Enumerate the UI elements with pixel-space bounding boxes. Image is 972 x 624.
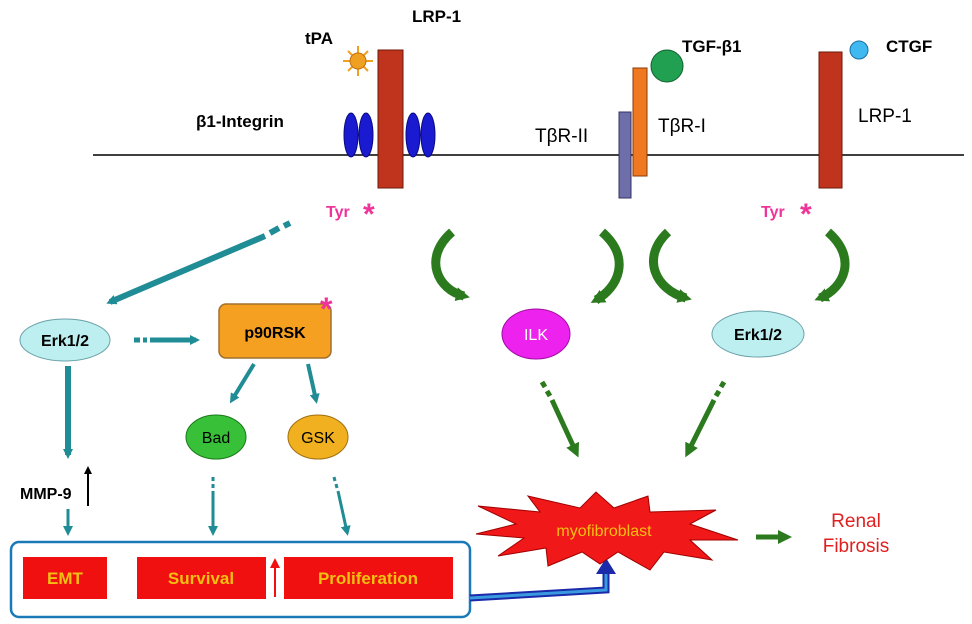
tpa-icon (343, 46, 373, 76)
arrow-gsk-to-proliferation (332, 476, 351, 536)
arrow-outcomes-to-myofibroblast (469, 558, 616, 602)
b1-integrin-shape (343, 112, 436, 158)
fibrosis-label: Fibrosis (823, 536, 890, 557)
arrow-ilk-to-myofibroblast (539, 380, 580, 458)
bad-label: Bad (202, 430, 230, 447)
ctgf-label: CTGF (886, 37, 932, 56)
mmp9-label: MMP-9 (20, 486, 72, 503)
renal-label: Renal (831, 511, 881, 532)
lrp1-right-label: LRP-1 (858, 106, 912, 127)
proliferation-label: Proliferation (318, 569, 418, 588)
bad-node (185, 414, 247, 460)
p90rsk-node (218, 303, 332, 359)
curved-arrow-integrin-to-ilk (431, 228, 470, 302)
erk1-2-right-node (711, 310, 805, 358)
arrow-p90rsk-to-gsk (306, 363, 320, 404)
arrow-erk-to-myofibroblast (685, 380, 727, 458)
tyr-right-label: Tyr (761, 204, 785, 221)
ctgf-ligand (849, 40, 869, 60)
erk1-2-left-label: Erk1/2 (41, 333, 89, 350)
phospho-star-p90rsk: * (320, 291, 333, 327)
tpa-label: tPA (305, 29, 333, 48)
proliferation-box (284, 557, 453, 599)
tbr1-receptor (632, 67, 648, 177)
lrp1-receptor-right (818, 51, 843, 189)
myofibroblast-label: myofibroblast (556, 523, 652, 540)
myofibroblast-starburst (475, 491, 739, 571)
ilk-label: ILK (524, 327, 548, 344)
arrow-p90rsk-to-bad (229, 362, 256, 404)
arrow-integrin-to-erk (106, 220, 292, 305)
lrp1-left-label: LRP-1 (412, 7, 461, 26)
tbr1-label: TβR-I (658, 116, 706, 137)
tgfb1-ligand (650, 49, 684, 83)
phospho-star-left: * (363, 198, 375, 231)
gsk-label: GSK (301, 430, 335, 447)
p90rsk-label: p90RSK (244, 325, 306, 342)
survival-box (137, 557, 266, 599)
ilk-node (501, 308, 571, 360)
lrp1-receptor-left (377, 49, 404, 189)
survival-up-arrowhead (270, 558, 280, 568)
tbr2-receptor (618, 111, 632, 199)
curved-arrow-tgfb-to-erk (648, 228, 692, 303)
tyr-left-label: Tyr (326, 204, 350, 221)
emt-box (23, 557, 107, 599)
tbr2-label: TβR-II (535, 126, 588, 147)
erk1-2-right-label: Erk1/2 (734, 327, 782, 344)
emt-label: EMT (47, 569, 84, 588)
tgfb1-label: TGF-β1 (682, 37, 741, 56)
survival-label: Survival (168, 569, 234, 588)
curved-arrow-tgfb-to-ilk (590, 228, 624, 304)
curved-arrow-lrp1-to-erk (814, 228, 850, 303)
erk1-2-left-node (19, 318, 111, 362)
gsk-node (287, 414, 349, 460)
phospho-star-right: * (800, 198, 812, 231)
b1-integrin-label: β1-Integrin (196, 112, 284, 131)
